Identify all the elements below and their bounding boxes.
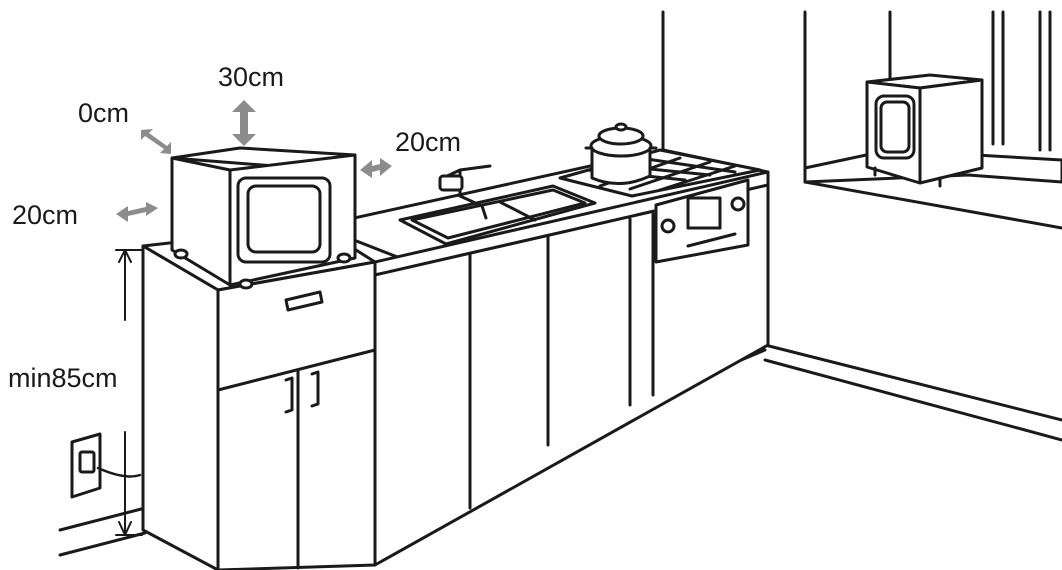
microwave	[170, 146, 357, 290]
kitchen-cabinet	[316, 122, 770, 567]
height-dimension	[115, 249, 143, 536]
min-height-label: min85cm	[8, 363, 118, 393]
back-clearance-arrow	[141, 129, 171, 154]
top-clearance-arrow	[232, 100, 256, 146]
left-clearance-arrow	[116, 202, 158, 222]
top-clearance-label: 30cm	[218, 62, 285, 92]
wall-socket	[70, 432, 142, 499]
left-clearance-label: 20cm	[12, 200, 79, 230]
right-clearance-label: 20cm	[395, 127, 462, 157]
window-oven	[865, 73, 984, 188]
right-clearance-arrow	[360, 158, 392, 178]
back-clearance-label: 0cm	[78, 98, 130, 128]
